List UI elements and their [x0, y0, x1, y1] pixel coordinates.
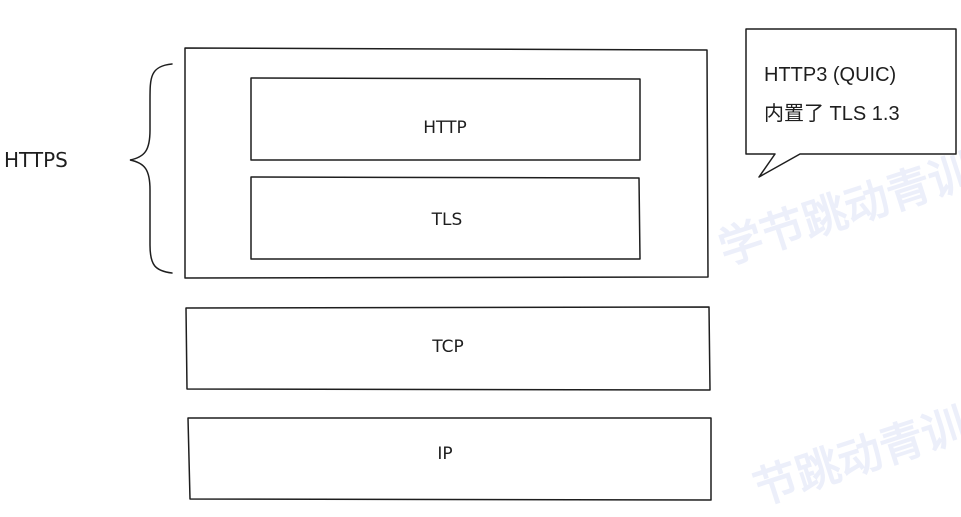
- watermark-text-upper: 学节跳动青训: [713, 145, 961, 275]
- layer-tcp: TCP: [185, 306, 711, 391]
- http3-callout: HTTP3 (QUIC) 内置了 TLS 1.3: [745, 28, 957, 178]
- layer-tcp-label: TCP: [431, 337, 464, 357]
- layer-http-box: [250, 77, 641, 161]
- http3-callout-bubble: [745, 28, 957, 178]
- layer-http: HTTP: [250, 77, 641, 161]
- https-group-box: [184, 47, 709, 279]
- watermark-text-lower: 节跳动青训: [748, 399, 961, 515]
- layer-tls-box: [250, 176, 641, 260]
- layer-ip-box: [187, 417, 712, 501]
- layer-tls: TLS: [250, 176, 641, 260]
- http3-callout-line-1: HTTP3 (QUIC): [764, 64, 896, 86]
- layer-http-label: HTTP: [423, 118, 467, 138]
- layer-ip-label: IP: [437, 444, 452, 464]
- layer-ip: IP: [187, 417, 712, 501]
- layer-tcp-box: [185, 306, 711, 391]
- https-label: HTTPS: [4, 148, 68, 172]
- https-brace: [129, 63, 173, 274]
- layer-tls-label: TLS: [431, 210, 463, 230]
- http3-callout-line-2: 内置了 TLS 1.3: [764, 102, 900, 125]
- watermark: 学节跳动青训 节跳动青训: [713, 145, 961, 515]
